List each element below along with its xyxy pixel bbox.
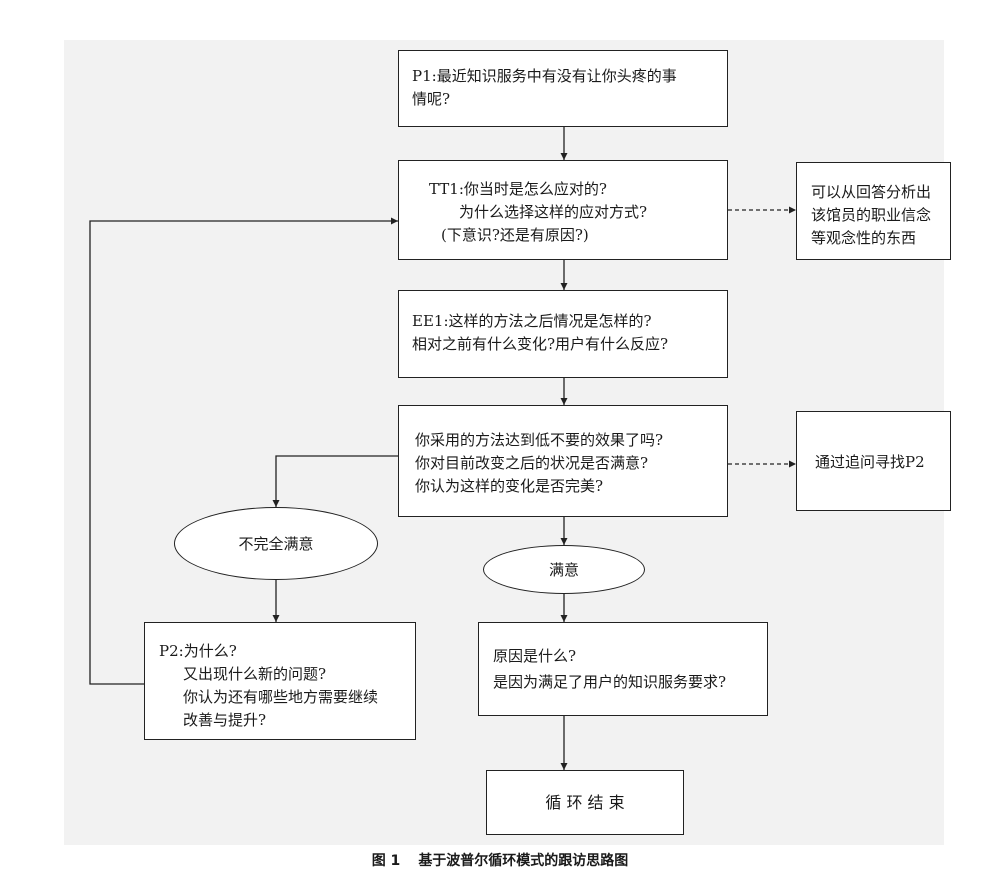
tt1-box: TT1:你当时是怎么应对的? 为什么选择这样的应对方式? (下意识?还是有原因?… <box>398 160 728 260</box>
reason-line-1: 原因是什么? <box>493 647 577 665</box>
p1-box: P1:最近知识服务中有没有让你头疼的事 情呢? <box>398 50 728 127</box>
question-line-2: 你对目前改变之后的状况是否满意? <box>415 454 649 472</box>
not-satisfied-label: 不完全满意 <box>238 535 314 553</box>
tt1-line-2: 为什么选择这样的应对方式? <box>459 203 648 221</box>
question-line-1: 你采用的方法达到低不要的效果了吗? <box>415 431 664 449</box>
arrow-question-to-not-satisfied <box>272 455 398 507</box>
question-line-3: 你认为这样的变化是否完美? <box>415 477 604 495</box>
note-belief-line-3: 等观念性的东西 <box>811 229 917 247</box>
satisfied-ellipse: 满意 <box>483 545 645 594</box>
note-p2-text: 通过追问寻找P2 <box>815 453 925 471</box>
reason-line-2: 是因为满足了用户的知识服务要求? <box>493 673 727 691</box>
p2-line-3: 你认为还有哪些地方需要继续 <box>183 688 379 706</box>
p2-line-4: 改善与提升? <box>183 711 267 729</box>
figure-caption: 图 1 基于波普尔循环模式的跟访思路图 <box>0 850 1000 870</box>
p1-line-2: 情呢? <box>412 90 451 108</box>
p1-line-1: P1:最近知识服务中有没有让你头疼的事 <box>412 67 677 85</box>
p2-line-2: 又出现什么新的问题? <box>183 665 327 683</box>
tt1-line-3: (下意识?还是有原因?) <box>441 226 589 244</box>
ee1-line-2: 相对之前有什么变化?用户有什么反应? <box>412 335 669 353</box>
note-p2-box: 通过追问寻找P2 <box>796 411 951 511</box>
reason-box: 原因是什么? 是因为满足了用户的知识服务要求? <box>478 622 768 716</box>
figure-title: 基于波普尔循环模式的跟访思路图 <box>418 853 629 869</box>
p2-box: P2:为什么? 又出现什么新的问题? 你认为还有哪些地方需要继续 改善与提升? <box>144 622 416 740</box>
figure-number: 图 1 <box>371 853 401 869</box>
ee1-line-1: EE1:这样的方法之后情况是怎样的? <box>412 312 652 330</box>
p2-line-1: P2:为什么? <box>159 642 237 660</box>
note-belief-box: 可以从回答分析出 该馆员的职业信念 等观念性的东西 <box>796 162 951 260</box>
end-box: 循 环 结 束 <box>486 770 684 835</box>
tt1-line-1: TT1:你当时是怎么应对的? <box>429 180 607 198</box>
satisfied-label: 满意 <box>548 561 579 579</box>
question-box: 你采用的方法达到低不要的效果了吗? 你对目前改变之后的状况是否满意? 你认为这样… <box>398 405 728 517</box>
end-label: 循 环 结 束 <box>545 793 625 812</box>
not-satisfied-ellipse: 不完全满意 <box>174 507 378 580</box>
note-belief-line-2: 该馆员的职业信念 <box>811 206 932 224</box>
ee1-box: EE1:这样的方法之后情况是怎样的? 相对之前有什么变化?用户有什么反应? <box>398 290 728 378</box>
note-belief-line-1: 可以从回答分析出 <box>811 183 932 201</box>
arrow-p2-loop-to-tt1 <box>89 217 398 685</box>
